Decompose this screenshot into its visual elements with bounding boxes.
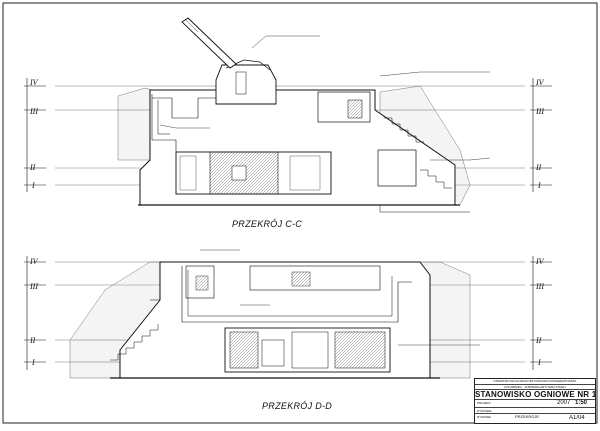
level-i-label-right: I	[537, 181, 541, 190]
tb-label-rysunek: RYSUNEK	[477, 415, 492, 419]
tb-object: KOŁOBRZEG - 18 BATERIA ARTYLERII STAŁEJ	[475, 384, 595, 390]
level-i-label-dd: I	[31, 358, 35, 367]
level-iv-label: IV	[29, 78, 39, 87]
level-ticks-dd	[24, 256, 552, 370]
level-iv-label-dd-right: IV	[535, 257, 545, 266]
tb-sheet-title: STANOWISKO OGNIOWE NR 1	[475, 389, 595, 399]
level-i-label: I	[31, 181, 35, 190]
level-iii-label-dd-right: III	[535, 282, 544, 291]
section-cc-caption: PRZEKRÓJ C-C	[232, 219, 303, 229]
level-ticks-cc	[24, 78, 552, 192]
level-ii-label-right: II	[535, 163, 542, 172]
section-dd-caption: PRZEKRÓJ D-D	[262, 401, 333, 411]
level-iii-label-dd: III	[29, 282, 38, 291]
level-iv-label-dd: IV	[29, 257, 39, 266]
tb-year: 2007	[557, 400, 571, 406]
tb-scale: 1:50	[575, 400, 588, 406]
tb-row-rysowal: RYSOWAŁ	[475, 407, 595, 414]
tb-organization: INWENTARYZACJA ARCHITEKTONICZNO-KONSERWA…	[493, 379, 577, 383]
level-iii-label: III	[29, 107, 38, 116]
level-ii-label: II	[29, 163, 36, 172]
tb-sheet-number: A1/04	[569, 415, 585, 421]
title-block: INWENTARYZACJA ARCHITEKTONICZNO-KONSERWA…	[474, 378, 596, 424]
section-dd	[55, 249, 525, 379]
level-ii-label-dd-right: II	[535, 336, 542, 345]
sheet-border	[2, 2, 598, 424]
tb-label-rysowal: RYSOWAŁ	[477, 409, 492, 413]
level-markers-dd: IV III II I IV III II I	[29, 257, 545, 367]
level-ii-label-dd: II	[29, 336, 36, 345]
section-cc	[55, 17, 525, 213]
level-iii-label-right: III	[535, 107, 544, 116]
level-markers-cc: IV III II I IV III II I	[29, 78, 545, 190]
level-iv-label-right: IV	[535, 78, 545, 87]
tb-row-projekt: PROJEKT 2007 1:50	[475, 399, 595, 408]
tb-drawing-name: PRZEKROJE	[515, 415, 540, 419]
tb-row-rysunek: RYSUNEK PRZEKROJE A1/04	[475, 413, 595, 423]
tb-label-projekt: PROJEKT	[477, 401, 491, 405]
level-i-label-dd-right: I	[537, 358, 541, 367]
